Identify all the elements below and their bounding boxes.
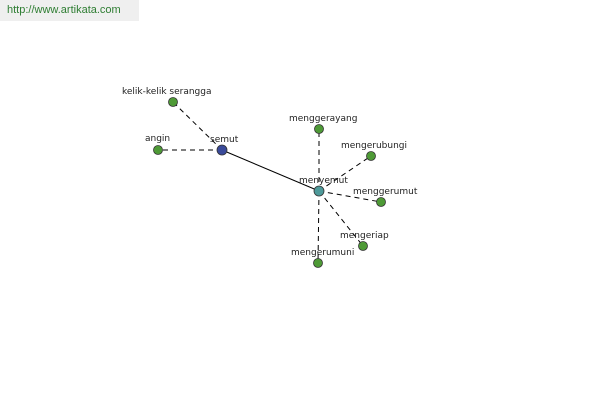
node-label-mengeriap: mengeriap <box>340 231 389 241</box>
edge-semut-kelik <box>172 101 223 151</box>
graph-edges <box>158 101 382 264</box>
edge-menyemut-mengerubungi <box>318 155 372 192</box>
edge-semut-menyemut <box>221 149 320 192</box>
node-semut[interactable] <box>216 144 228 156</box>
node-label-mengerubungi: mengerubungi <box>341 141 407 151</box>
node-kelik[interactable] <box>168 97 178 107</box>
node-menggerayang[interactable] <box>314 124 324 134</box>
node-label-menggerayang: menggerayang <box>289 114 357 124</box>
node-label-menggerumut: menggerumut <box>353 187 418 197</box>
node-mengerumuni[interactable] <box>313 258 323 268</box>
graph-nodes <box>153 97 386 268</box>
node-menggerumut[interactable] <box>376 197 386 207</box>
edge-menyemut-mengeriap <box>318 190 364 247</box>
node-label-semut: semut <box>210 135 239 145</box>
source-url[interactable]: http://www.artikata.com <box>0 0 139 21</box>
node-label-kelik: kelik-kelik serangga <box>122 87 211 97</box>
node-label-menyemut: menyemut <box>299 176 348 186</box>
edge-menyemut-menggerumut <box>318 190 382 203</box>
edge-menyemut-mengerumuni <box>317 190 320 264</box>
node-mengerubungi[interactable] <box>366 151 376 161</box>
graph-labels: semut menyemut kelik-kelik serangga angin me… <box>122 87 418 258</box>
node-menyemut[interactable] <box>313 185 325 197</box>
node-angin[interactable] <box>153 145 163 155</box>
node-label-angin: angin <box>145 134 170 144</box>
node-mengeriap[interactable] <box>358 241 368 251</box>
node-label-mengerumuni: mengerumuni <box>291 248 354 258</box>
